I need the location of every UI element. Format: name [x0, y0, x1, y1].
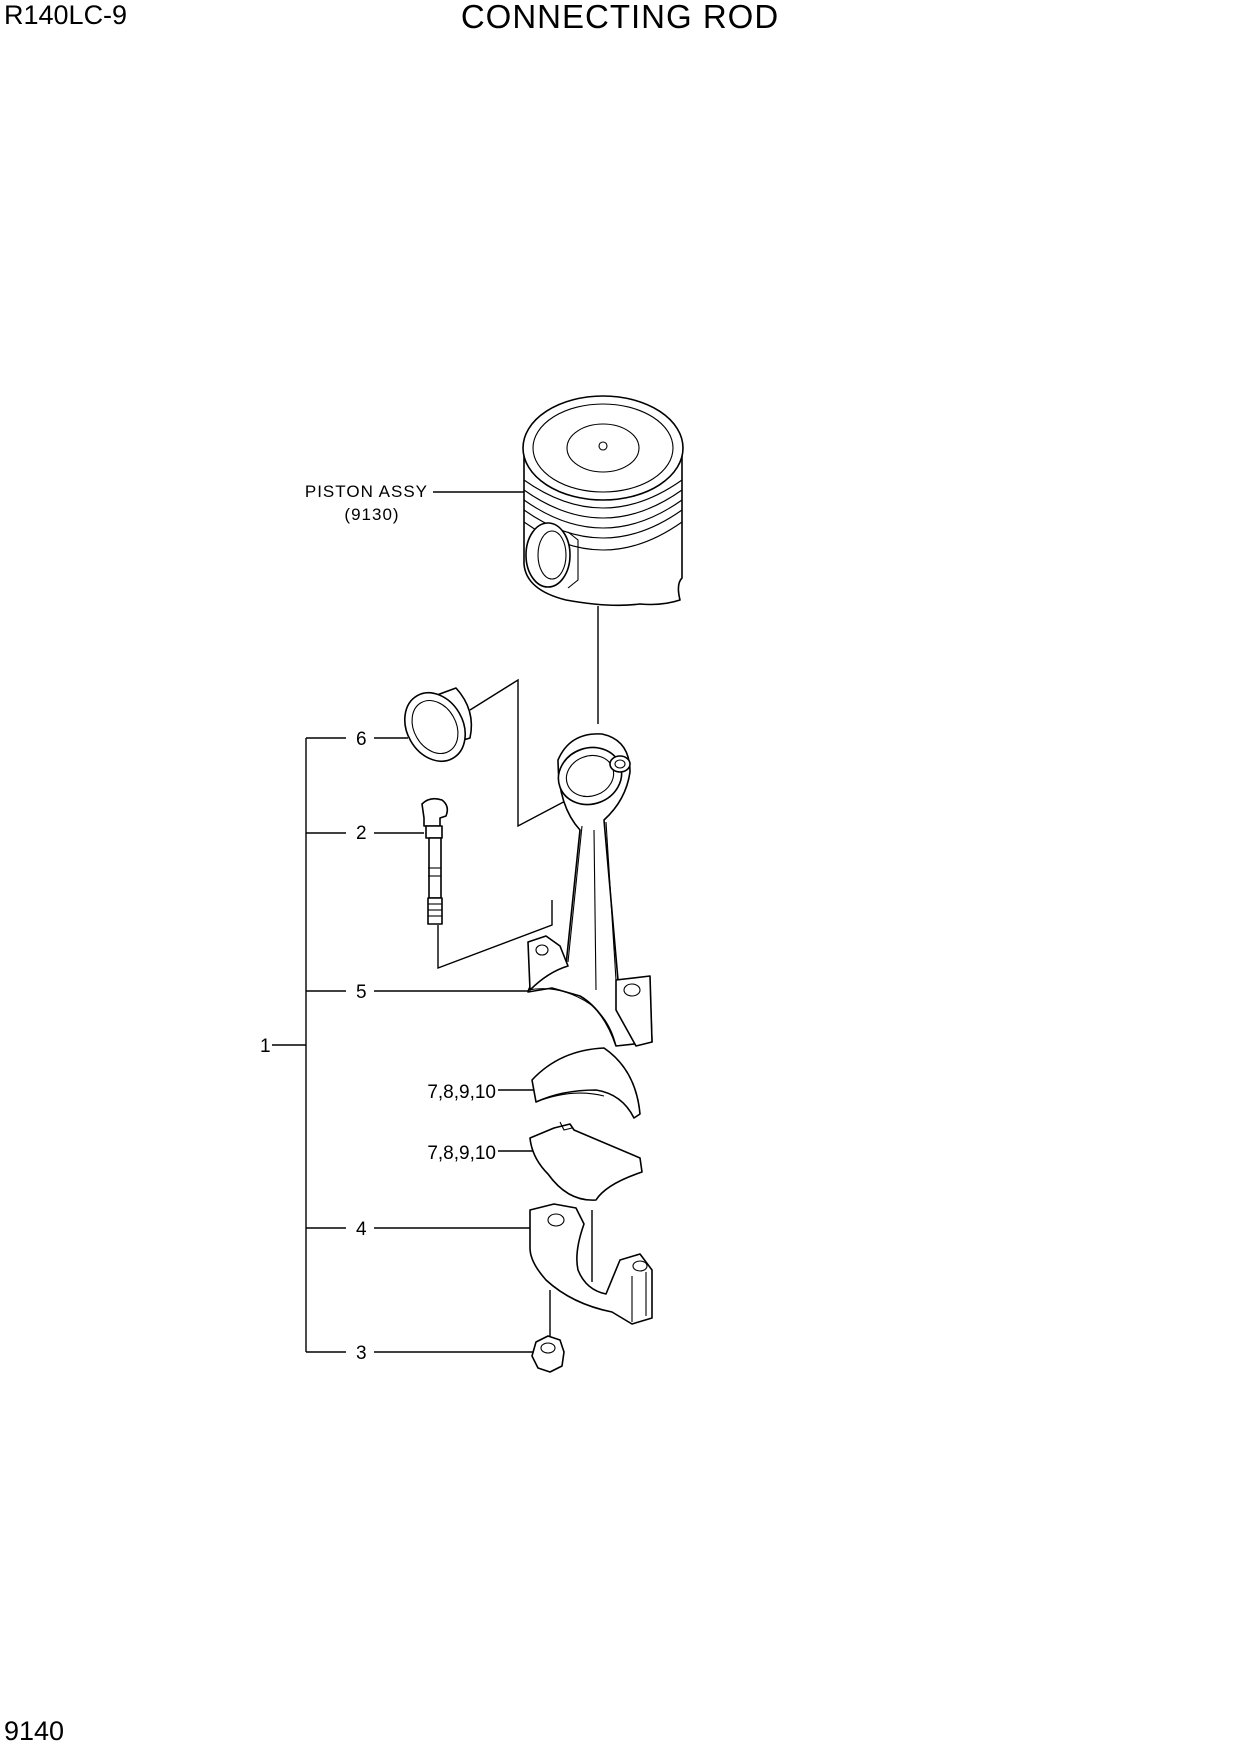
callout-3: 3 [356, 1343, 367, 1364]
callout-bearing-lower: 7,8,9,10 [427, 1143, 496, 1164]
connecting-rod [527, 733, 653, 1047]
small-end-bushing [404, 687, 473, 762]
page-number: 9140 [4, 1716, 65, 1746]
callout-1: 1 [260, 1036, 271, 1057]
page-title: CONNECTING ROD [460, 0, 780, 35]
rod-cap [529, 1203, 653, 1325]
piston-assembly [522, 395, 684, 607]
callout-2: 2 [356, 823, 367, 844]
piston-assy-label: PISTON ASSY [305, 482, 428, 501]
piston-assy-ref: (9130) [344, 505, 399, 524]
upper-bearing-shell [531, 1047, 641, 1119]
rod-bolt [421, 797, 449, 925]
rod-nut [531, 1335, 565, 1373]
callout-bracket [272, 737, 346, 1353]
callout-5: 5 [356, 982, 367, 1003]
callout-bearing-upper: 7,8,9,10 [427, 1082, 496, 1103]
callout-4: 4 [356, 1219, 367, 1240]
model-code: R140LC-9 [4, 0, 128, 30]
callout-6: 6 [356, 729, 367, 750]
lower-bearing-shell [529, 1121, 643, 1201]
